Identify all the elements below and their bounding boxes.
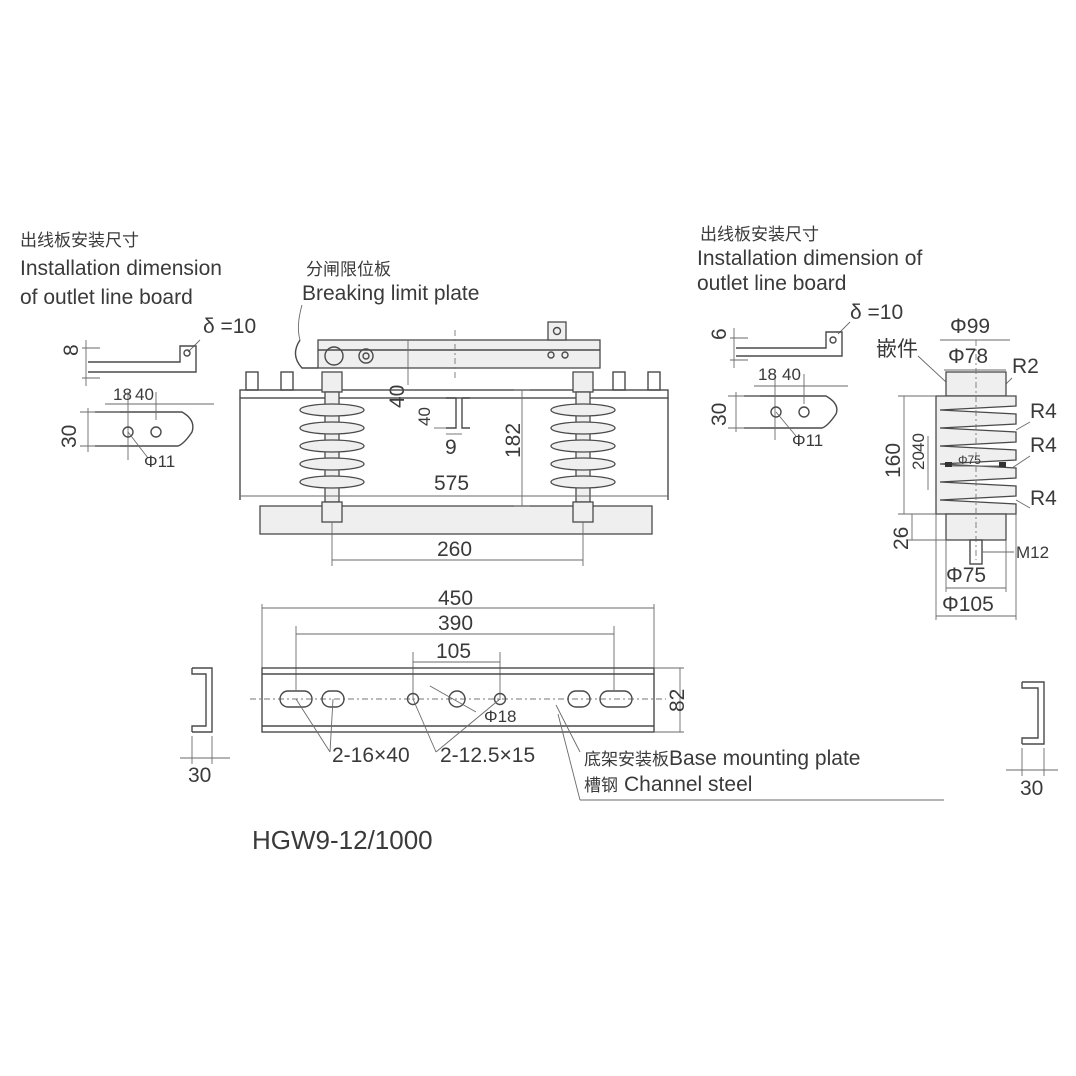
insulator-phi78: Φ78 xyxy=(948,345,988,368)
insulator-phi105: Φ105 xyxy=(942,593,994,616)
front-dim-182: 182 xyxy=(502,423,525,458)
channel-right-30: 30 xyxy=(1020,777,1043,800)
insulator-detail: 嵌件 Φ99 Φ78 R2 R4 R4 R4 Φ75 160 20 40 xyxy=(876,315,1057,620)
base-mounting-plate: 450 390 105 Φ18 82 xyxy=(180,587,1058,801)
channel-section-right xyxy=(1021,681,1045,745)
right-detail-title-en-1: Installation dimension of xyxy=(697,247,922,270)
base-slot-a: 2-16×40 xyxy=(332,744,410,767)
base-label-cn: 底架安装板 xyxy=(584,750,669,769)
front-dim-40: 40 xyxy=(386,385,409,408)
left-detail-hole: Φ11 xyxy=(144,452,175,471)
channel-section-left xyxy=(191,667,213,733)
channel-label-cn: 槽钢 xyxy=(584,776,618,795)
blade-arm xyxy=(317,339,601,369)
breaking-plate-label-en: Breaking limit plate xyxy=(302,282,479,305)
insulator-m12: M12 xyxy=(1016,543,1049,562)
right-detail-dim-6: 6 xyxy=(708,328,731,340)
right-detail-title-en-2: outlet line board xyxy=(697,272,846,295)
insulator-phi75-inner: Φ75 xyxy=(958,453,981,467)
left-detail-dim-30: 30 xyxy=(58,425,81,448)
model-title: HGW9-12/1000 xyxy=(252,825,433,855)
left-outlet-board-top xyxy=(95,411,194,447)
insulator-dim-20: 20 xyxy=(909,451,928,470)
base-label-en: Base mounting plate xyxy=(669,747,860,770)
left-outlet-board-detail: 出线板安装尺寸 Installation dimension of outlet… xyxy=(20,231,256,471)
base-slot-b: 2-12.5×15 xyxy=(440,744,535,767)
right-outlet-board-detail: 出线板安装尺寸 Installation dimension of outlet… xyxy=(697,225,922,450)
left-outlet-board-profile xyxy=(88,345,197,373)
right-detail-dim-40: 40 xyxy=(782,365,801,384)
channel-left-30: 30 xyxy=(188,764,211,787)
right-insulator xyxy=(550,371,616,523)
base-mounting-plate-label: 底架安装板Base mounting plate xyxy=(584,747,860,770)
insulator-dim-26: 26 xyxy=(890,527,913,550)
insulator-dim-160: 160 xyxy=(882,443,905,478)
base-plate-outline xyxy=(261,667,655,733)
insulator-dim-40: 40 xyxy=(909,433,928,452)
breaking-plate-label-cn: 分闸限位板 xyxy=(306,260,391,279)
channel-label-en: Channel steel xyxy=(624,773,752,796)
front-dim-9: 9 xyxy=(445,436,457,459)
base-dim-390: 390 xyxy=(438,612,473,635)
insulator-r4-c: R4 xyxy=(1030,487,1057,510)
left-detail-dim-18: 18 xyxy=(113,385,132,404)
right-detail-title-cn: 出线板安装尺寸 xyxy=(700,225,819,244)
breaking-limit-plate-label: 分闸限位板 Breaking limit plate xyxy=(297,260,479,341)
frame-top xyxy=(239,389,669,399)
right-detail-dim-30: 30 xyxy=(708,403,731,426)
left-detail-title-en-2: of outlet line board xyxy=(20,286,193,309)
insulator-r4-b: R4 xyxy=(1030,434,1057,457)
right-outlet-board-profile xyxy=(736,331,843,357)
insulator-r2: R2 xyxy=(1012,355,1039,378)
left-detail-delta: δ =10 xyxy=(203,315,256,338)
base-hole-phi18: Φ18 xyxy=(484,707,516,726)
base-dim-450: 450 xyxy=(438,587,473,610)
front-view-assembly: 40 40 9 xyxy=(239,321,669,566)
left-detail-dim-8: 8 xyxy=(60,344,83,356)
base-dim-105: 105 xyxy=(436,640,471,663)
insulator-r4-a: R4 xyxy=(1030,400,1057,423)
left-detail-title-en-1: Installation dimension xyxy=(20,257,222,280)
right-detail-delta: δ =10 xyxy=(850,301,903,324)
front-dim-260: 260 xyxy=(437,538,472,561)
base-dim-82: 82 xyxy=(666,689,689,712)
right-outlet-board-top xyxy=(744,395,838,429)
front-dim-575: 575 xyxy=(434,472,469,495)
insulator-phi75: Φ75 xyxy=(946,564,986,587)
left-insulator xyxy=(299,371,365,523)
left-detail-title-cn: 出线板安装尺寸 xyxy=(20,231,139,250)
left-detail-dim-40: 40 xyxy=(135,385,154,404)
front-dim-40-small: 40 xyxy=(415,407,434,426)
right-detail-hole: Φ11 xyxy=(792,431,823,450)
right-detail-dim-18: 18 xyxy=(758,365,777,384)
insulator-insert-label: 嵌件 xyxy=(876,338,918,361)
insulator-phi99: Φ99 xyxy=(950,315,990,338)
channel-steel-label: 槽钢 Channel steel xyxy=(584,773,752,796)
